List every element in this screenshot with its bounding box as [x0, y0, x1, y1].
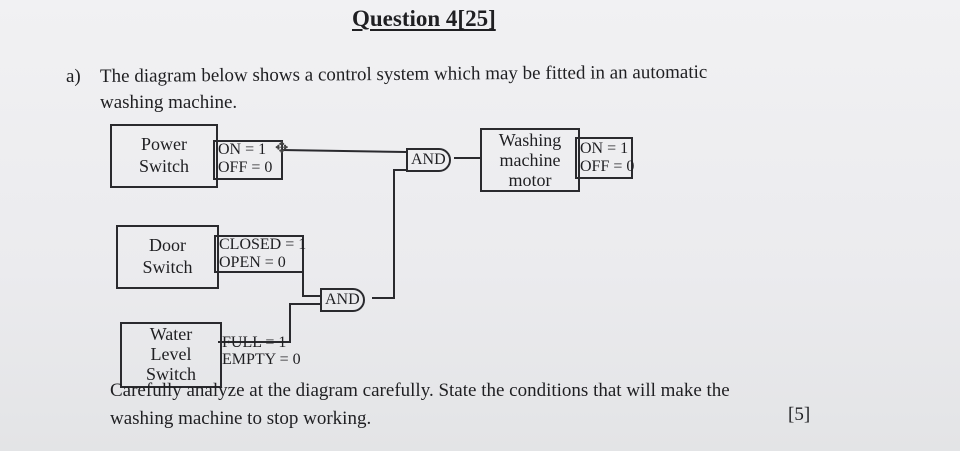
motor-off-value: OFF = 0 — [580, 158, 635, 175]
question-text-line-2: washing machine. — [100, 92, 238, 113]
power-state-box — [213, 140, 283, 180]
motor-label-1: Washing — [498, 130, 562, 150]
power-switch-box: Power Switch — [110, 124, 218, 188]
water-switch-box: Water Level Switch — [120, 322, 222, 388]
task-text-line-2: washing machine to stop working. — [110, 408, 372, 429]
question-title: Question 4[25] — [352, 6, 496, 31]
power-off-value: OFF = 0 — [218, 159, 273, 176]
wire-door-to-and — [302, 254, 320, 297]
water-full-value: FULL = 1 — [222, 334, 287, 351]
water-empty-value: EMPTY = 0 — [222, 351, 301, 368]
task-text-line-1: Carefully analyze at the diagram careful… — [110, 380, 730, 401]
and-gate-bottom: AND — [320, 288, 365, 312]
and-gate-top: AND — [406, 148, 451, 172]
water-switch-label-1: Water — [149, 324, 193, 344]
door-closed-value: CLOSED = 1 — [219, 236, 307, 253]
wire-power-to-and — [281, 149, 407, 153]
power-on-value: ON = 1 — [218, 141, 267, 158]
water-switch-label-2: Level — [150, 344, 192, 364]
motor-on-value: ON = 1 — [580, 140, 629, 157]
question-marker: a) — [66, 66, 81, 87]
motor-state-box — [575, 137, 633, 179]
door-switch-box: Door Switch — [116, 225, 219, 289]
wire-and-to-and — [372, 169, 406, 299]
door-switch-label-1: Door — [149, 235, 186, 255]
water-switch-label-3: Switch — [145, 364, 196, 384]
motor-label-3: motor — [508, 170, 552, 190]
power-switch-label-1: Power — [141, 134, 187, 154]
motor-box: Washing machine motor — [480, 128, 580, 192]
cursor-icon: ✥ — [275, 140, 289, 157]
wire-water-to-and — [218, 303, 320, 343]
power-switch-label-2: Switch — [138, 156, 189, 176]
motor-label-2: machine — [499, 150, 561, 170]
marks-label: [5] — [788, 404, 811, 425]
door-open-value: OPEN = 0 — [219, 254, 286, 271]
door-switch-label-2: Switch — [142, 257, 193, 277]
